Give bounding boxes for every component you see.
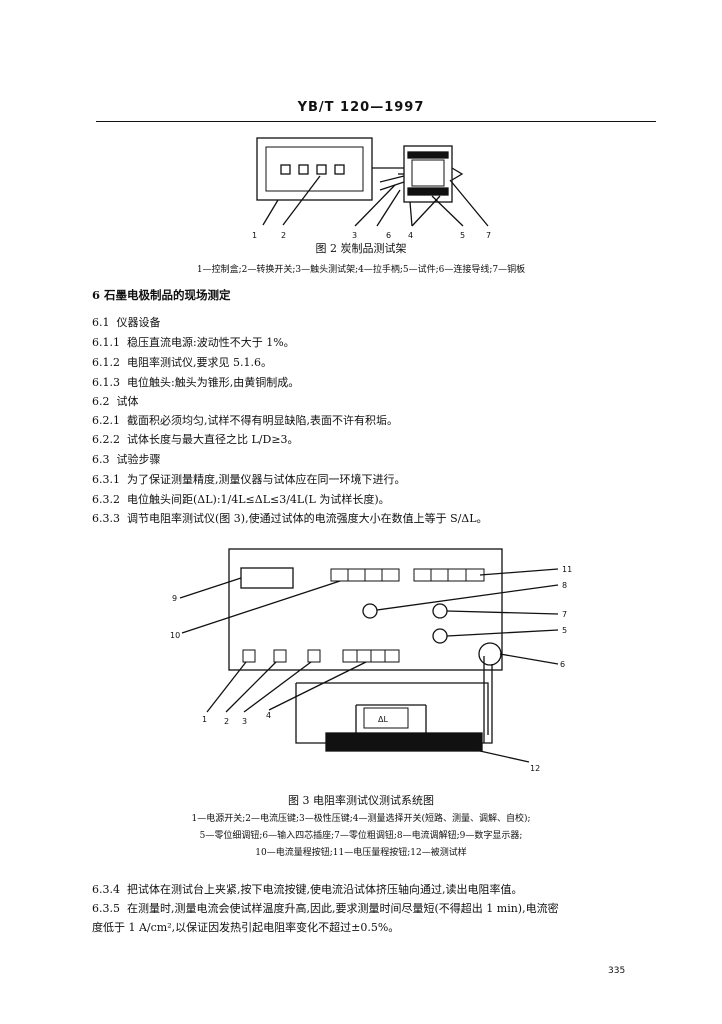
fig3-label-4: 4 (266, 711, 271, 720)
line-6-1-2: 6.1.2 电阻率测试仪,要求见 5.1.6。 (92, 356, 272, 369)
figure-2-legend: 1—控制盒;2—转换开关;3—触头测试架;4—拉手柄;5—试件;6—连接导线;7… (196, 265, 526, 275)
line-6-1: 6.1 仪器设备 (92, 316, 161, 329)
fig3-label-1: 1 (202, 715, 207, 724)
delta-l-label: ΔL (378, 715, 388, 724)
figure-3-legend-line-1: 1—电源开关;2—电流压键;3—极性压键;4—测量选择开关(短路、测量、调解、自… (191, 814, 531, 824)
line-6-2: 6.2 试体 (92, 395, 139, 408)
figure-3-legend-line-2: 5—零位细调钮;6—输入四芯插座;7—零位粗调钮;8—电流调解钮;9—数字显示器… (199, 831, 523, 841)
fig2-label-4: 4 (408, 231, 413, 240)
zero-fine-knob (432, 628, 448, 644)
fig3-label-2: 2 (224, 717, 229, 726)
line-6-3-2: 6.3.2 电位触头间距(ΔL):1/4L≤ΔL≤3/4L(L 为试样长度)。 (92, 493, 390, 506)
fig2-label-6: 6 (386, 231, 391, 240)
zero-coarse-knob (432, 603, 448, 619)
switch-key-1 (280, 164, 291, 175)
power-switch (242, 649, 256, 663)
fig3-label-9: 9 (172, 594, 177, 603)
line-6-2-1: 6.2.1 截面积必须均匀,试样不得有明显缺陷,表面不许有积垢。 (92, 414, 398, 427)
current-key (273, 649, 287, 663)
fig3-label-5: 5 (562, 626, 567, 635)
fig2-label-3: 3 (352, 231, 357, 240)
figure-3-drawing (179, 548, 559, 763)
resistivity-tester (228, 548, 503, 671)
input-socket (478, 642, 502, 666)
fig3-label-6: 6 (560, 660, 565, 669)
page-header: YB/T 120—1997 (297, 100, 425, 115)
fig2-label-5: 5 (460, 231, 465, 240)
header-rule (96, 121, 656, 122)
delta-l-contacts (363, 707, 409, 729)
line-6-3-4: 6.3.4 把试体在测试台上夹紧,按下电流按键,使电流沿试体挤压轴向通过,读出电… (92, 883, 523, 896)
voltage-range-buttons (413, 568, 485, 582)
polarity-key (307, 649, 321, 663)
test-specimen (325, 732, 483, 752)
line-continuation: 度低于 1 A/cm²,以保证因发热引起电阻率变化不超过±0.5%。 (92, 921, 400, 934)
control-box (256, 137, 373, 201)
fig3-label-10: 10 (170, 631, 180, 640)
switch-key-4 (334, 164, 345, 175)
line-6-3: 6.3 试验步骤 (92, 453, 161, 466)
switch-key-2 (298, 164, 309, 175)
fig2-label-1: 1 (252, 231, 257, 240)
section-6-title: 6 石墨电极制品的现场测定 (92, 288, 231, 302)
line-6-2-2: 6.2.2 试体长度与最大直径之比 L/D≥3。 (92, 433, 299, 446)
figure-2-caption: 图 2 炭制品测试架 (315, 242, 407, 255)
fig2-label-2: 2 (281, 231, 286, 240)
line-6-3-1: 6.3.1 为了保证测量精度,测量仪器与试体应在同一环境下进行。 (92, 473, 406, 486)
figure-3-caption: 图 3 电阻率测试仪测试系统图 (288, 794, 434, 807)
line-6-3-5: 6.3.5 在测量时,测量电流会使试样温度升高,因此,要求测量时间尽量短(不得超… (92, 902, 559, 915)
fig2-label-7: 7 (486, 231, 491, 240)
current-adjust-knob (362, 603, 378, 619)
fig3-label-3: 3 (242, 717, 247, 726)
line-6-1-3: 6.1.3 电位触头:触头为锥形,由黄铜制成。 (92, 376, 300, 389)
digital-display (240, 567, 294, 589)
figure-3-legend-line-3: 10—电流量程按钮;11—电压量程按钮;12—被测试样 (255, 848, 467, 858)
fig3-label-12: 12 (530, 764, 540, 773)
page-number: 335 (608, 966, 626, 976)
fig3-label-7: 7 (562, 610, 567, 619)
line-6-1-1: 6.1.1 稳压直流电源:波动性不大于 1%。 (92, 336, 295, 349)
switch-key-3 (316, 164, 327, 175)
fig3-label-8: 8 (562, 581, 567, 590)
line-6-3-3: 6.3.3 调节电阻率测试仪(图 3),使通过试体的电流强度大小在数值上等于 S… (92, 512, 488, 525)
fig3-label-11: 11 (562, 565, 572, 574)
